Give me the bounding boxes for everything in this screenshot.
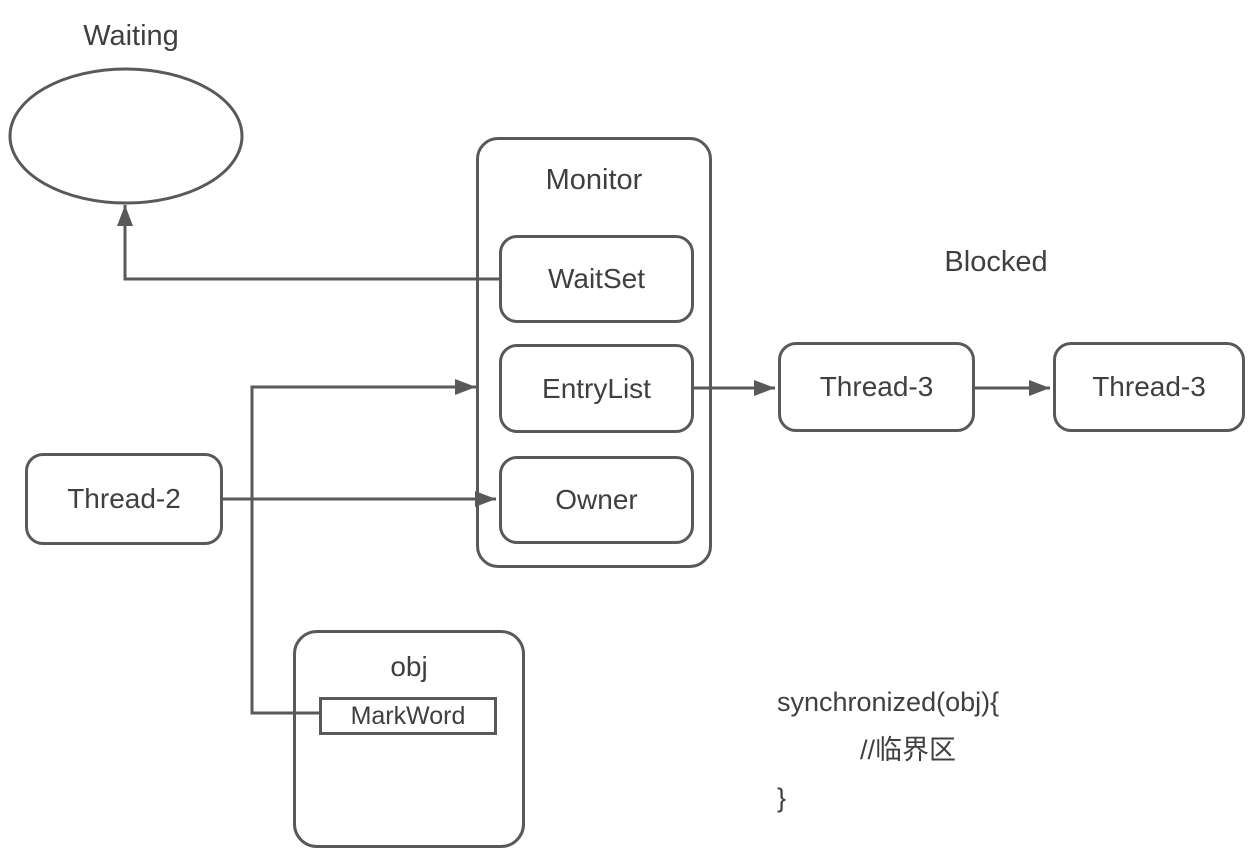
markword-box: MarkWord	[319, 697, 497, 735]
monitor-title: Monitor	[545, 164, 643, 196]
connector-waitset-to-waiting	[117, 205, 499, 281]
obj-title: obj	[390, 651, 428, 682]
code-snippet: synchronized(obj){ //临界区 }	[777, 678, 999, 822]
code-line-2: //临界区	[860, 735, 957, 765]
thread2-label: Thread-2	[67, 483, 181, 514]
thread3-second-box: Thread-3	[1053, 342, 1245, 432]
thread3-first-box: Thread-3	[778, 342, 975, 432]
blocked-state-label: Blocked	[944, 246, 1048, 278]
thread3-second-label: Thread-3	[1092, 371, 1206, 402]
owner-label: Owner	[555, 484, 638, 515]
code-line-1: synchronized(obj){	[777, 687, 1000, 717]
waiting-set-ellipse	[8, 67, 244, 205]
waitset-label: WaitSet	[548, 263, 645, 294]
waitset-box: WaitSet	[499, 235, 694, 323]
owner-box: Owner	[499, 456, 694, 544]
entrylist-box: EntryList	[499, 344, 694, 433]
entrylist-label: EntryList	[542, 372, 651, 404]
code-line-3: }	[777, 783, 787, 813]
markword-label: MarkWord	[350, 701, 466, 730]
thread3-first-label: Thread-3	[819, 371, 934, 402]
waiting-state-label: Waiting	[83, 20, 179, 52]
obj-box: obj	[293, 630, 525, 848]
thread2-box: Thread-2	[25, 453, 223, 545]
